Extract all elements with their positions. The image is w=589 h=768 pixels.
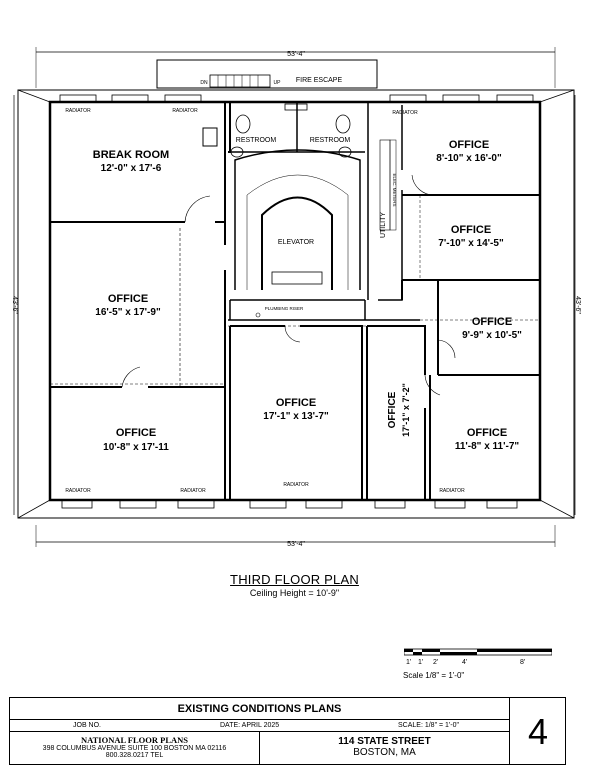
scale-ticks: 1' 1' 2' 4' 8' (404, 659, 554, 669)
office-b-size: 10'-8" x 17'-11 (103, 442, 169, 453)
radiator-tag: RADIATOR (172, 108, 198, 114)
office-f-name: OFFICE (451, 224, 491, 236)
scale-tick: 8' (520, 659, 526, 666)
restroom-right-label: RESTROOM (310, 137, 351, 144)
company-info: NATIONAL FLOOR PLANS 398 COLUMBUS AVENUE… (10, 732, 260, 765)
office-e-name: OFFICE (449, 139, 489, 151)
project-address: 114 STATE STREET BOSTON, MA (260, 732, 510, 765)
office-f-size: 7'-10" x 14'-5" (438, 238, 504, 249)
ceiling-height: Ceiling Height = 10'-9" (249, 588, 340, 598)
office-h-name: OFFICE (467, 427, 507, 439)
dim-top: 53'-4" (287, 51, 305, 58)
project-street: 114 STATE STREET (338, 736, 431, 747)
title-block: EXISTING CONDITIONS PLANS JOB NO. DATE: … (9, 697, 566, 765)
scale-tick: 1' (406, 659, 412, 666)
fire-stair-up: UP (274, 80, 282, 86)
office-b-name: OFFICE (116, 427, 156, 439)
dim-bottom: 53'-4" (287, 541, 305, 548)
radiator-tag: RADIATOR (180, 488, 206, 494)
radiator-tag: RADIATOR (65, 488, 91, 494)
scale-bar (404, 648, 552, 656)
plumbing-riser-label: PLUMBING RISER (265, 306, 304, 311)
sheet-number: 4 (527, 711, 549, 752)
title-block-heading: EXISTING CONDITIONS PLANS (10, 698, 510, 720)
dim-right: 43'-6" (574, 296, 581, 314)
project-city: BOSTON, MA (353, 747, 416, 758)
floor-plan: 53'-4" 53'-4" 43'-6" 43'-6" FIRE ESCAPE … (11, 47, 581, 548)
scale-note: SCALE: 1/8" = 1'-0" (398, 722, 459, 729)
office-e-size: 8'-10" x 16'-0" (436, 153, 502, 164)
company-phone: 800.328.0217 TEL (105, 752, 164, 759)
meters-label: ELEC. METERS (392, 173, 397, 206)
office-a-name: OFFICE (108, 293, 148, 305)
job-no: JOB NO. (73, 722, 102, 729)
company-name: NATIONAL FLOOR PLANS (80, 735, 189, 745)
title-block-meta: JOB NO. DATE: APRIL 2025 SCALE: 1/8" = 1… (10, 720, 510, 732)
scale-tick: 2' (433, 659, 439, 666)
office-d-name: OFFICE (387, 391, 398, 428)
radiator-tag: RADIATOR (392, 110, 418, 116)
radiator-tag: RADIATOR (283, 482, 309, 488)
scale-tick: 1' (418, 659, 424, 666)
plan-titles: THIRD FLOOR PLAN Ceiling Height = 10'-9" (0, 572, 589, 598)
dim-left: 43'-6" (11, 296, 18, 314)
elevator-label: ELEVATOR (278, 239, 314, 246)
date: DATE: APRIL 2025 (220, 722, 280, 729)
office-c-name: OFFICE (276, 397, 316, 409)
company-address: 398 COLUMBUS AVENUE SUITE 100 BOSTON MA … (42, 745, 227, 752)
office-a-size: 16'-5" x 17'-9" (95, 307, 161, 318)
break-room-size: 12'-0" x 17'-6 (101, 163, 162, 174)
fire-escape-label: FIRE ESCAPE (296, 77, 343, 84)
utility-label: UTILITY (380, 212, 387, 238)
office-g-size: 9'-9" x 10'-5" (462, 330, 522, 341)
office-c-size: 17'-1" x 13'-7" (263, 411, 329, 422)
office-d-size: 17'-1" x 7'-2" (401, 383, 411, 437)
scale-tick: 4' (462, 659, 468, 666)
break-room-name: BREAK ROOM (93, 149, 169, 161)
radiator-tag: RADIATOR (439, 488, 465, 494)
radiator-tag: RADIATOR (65, 108, 91, 114)
plan-title: THIRD FLOOR PLAN (230, 572, 359, 587)
office-h-size: 11'-8" x 11'-7" (455, 441, 520, 452)
fire-stair-dn: DN (200, 80, 208, 86)
restroom-left-label: RESTROOM (236, 137, 277, 144)
office-g-name: OFFICE (472, 316, 512, 328)
scale-label: Scale 1/8" = 1'-0" (403, 671, 465, 680)
